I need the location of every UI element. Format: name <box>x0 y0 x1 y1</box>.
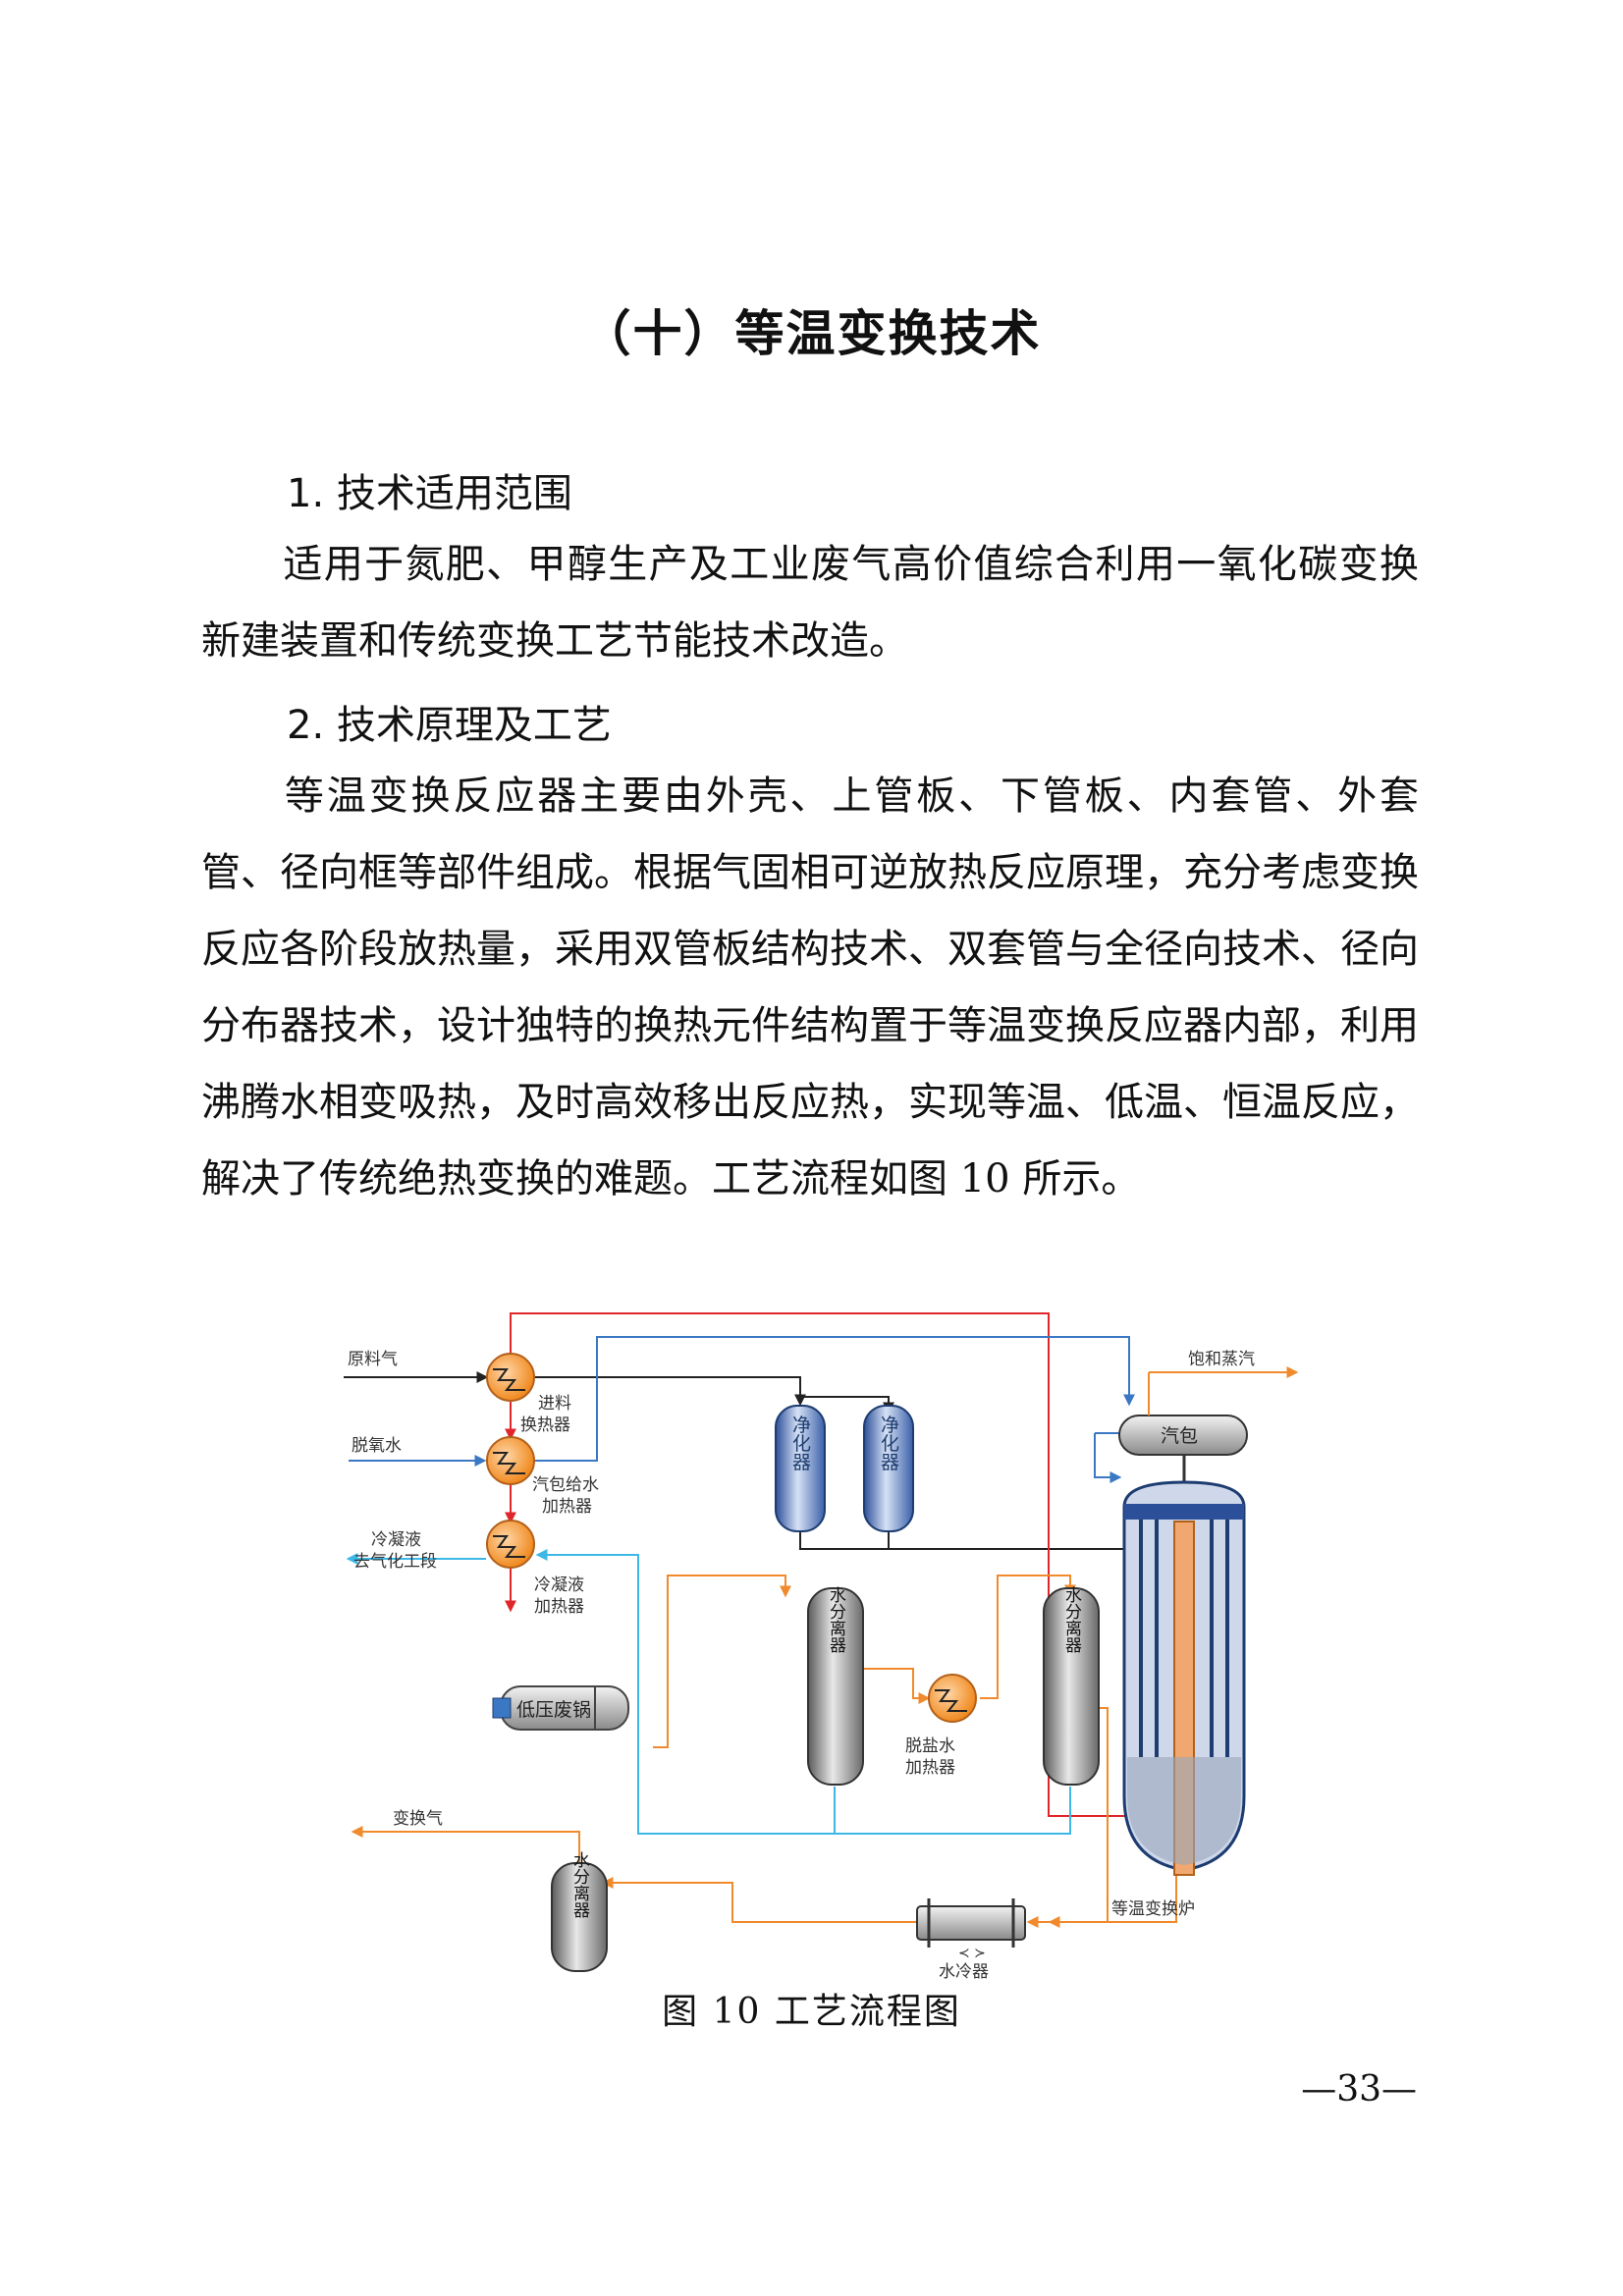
red-gas-lines <box>505 1312 1149 1817</box>
orange-gas-lines <box>351 1366 1299 1928</box>
process-flow-diagram: ≺ ≻ 原料气 进料 换热器 脱氧水 汽包给水 加热器 冷凝液 去气化工段 冷凝… <box>344 1312 1299 1982</box>
section-2-text: 等温变换反应器主要由外壳、上管板、下管板、内套管、外套管、径向框等部件组成。根据… <box>201 774 1419 1201</box>
figure-caption: 图 10 工艺流程图 <box>662 1992 961 2032</box>
label-shifted-gas: 变换气 <box>393 1809 443 1829</box>
label-deaerated-water: 脱氧水 <box>352 1436 402 1456</box>
drum-feed-water-heater <box>486 1436 535 1485</box>
label-condensate-1: 冷凝液 <box>371 1530 421 1550</box>
label-isothermal-converter: 等温变换炉 <box>1111 1899 1195 1919</box>
feed-heat-exchanger <box>486 1353 535 1402</box>
process-flow-figure: ≺ ≻ 原料气 进料 换热器 脱氧水 汽包给水 加热器 冷凝液 去气化工段 冷凝… <box>324 1296 1306 1983</box>
label-saturated-steam: 饱和蒸汽 <box>1188 1350 1255 1369</box>
label-feed-exchanger-2: 换热器 <box>520 1415 570 1435</box>
label-desalted-water-heater-2: 加热器 <box>905 1758 955 1778</box>
cyan-condensate-lines <box>346 1549 1071 1835</box>
label-drum-water-heater-2: 加热器 <box>542 1497 592 1517</box>
purifier-left <box>775 1405 826 1532</box>
water-cooler: ≺ ≻ <box>916 1898 1026 1961</box>
label-purifier-2: 净化器 <box>878 1415 899 1470</box>
label-condensate-heater-2: 加热器 <box>534 1597 584 1617</box>
label-water-separator-3: 水分离器 <box>569 1851 590 1918</box>
label-feed-gas: 原料气 <box>348 1350 398 1369</box>
label-condensate-heater-1: 冷凝液 <box>534 1575 584 1595</box>
section-1-text: 适用于氮肥、甲醇生产及工业废气高价值综合利用一氧化碳变换新建装置和传统变换工艺节… <box>201 542 1419 664</box>
label-condensate-2: 去气化工段 <box>353 1552 437 1572</box>
svg-text:≺ ≻: ≺ ≻ <box>958 1946 986 1961</box>
isothermal-converter <box>1122 1480 1246 1876</box>
purifier-right <box>863 1405 914 1532</box>
water-separator-middle <box>807 1587 864 1786</box>
desalted-water-heater <box>928 1674 977 1723</box>
label-desalted-water-heater-1: 脱盐水 <box>905 1736 955 1756</box>
page-title: （十）等温变换技术 <box>581 305 1042 362</box>
black-process-lines <box>344 1371 1150 1804</box>
label-water-separator-2: 水分离器 <box>1061 1586 1082 1653</box>
low-pressure-boiler <box>492 1685 629 1731</box>
section-1-heading: 1. 技术适用范围 <box>287 471 572 516</box>
label-feed-exchanger-1: 进料 <box>538 1394 571 1414</box>
label-low-pressure-boiler: 低压废锅 <box>516 1699 591 1721</box>
section-2-heading: 2. 技术原理及工艺 <box>287 703 612 748</box>
water-separator-bottom <box>551 1862 608 1972</box>
label-steam-drum: 汽包 <box>1161 1425 1198 1447</box>
page-number: —33— <box>1301 2069 1417 2109</box>
section-2-paragraph: 等温变换反应器主要由外壳、上管板、下管板、内套管、外套管、径向框等部件组成。根据… <box>201 758 1419 1217</box>
water-separator-right <box>1043 1587 1100 1786</box>
label-purifier-1: 净化器 <box>789 1415 811 1470</box>
steam-drum <box>1118 1372 1248 1482</box>
label-water-separator-1: 水分离器 <box>826 1586 846 1653</box>
label-drum-water-heater-1: 汽包给水 <box>532 1475 599 1495</box>
condensate-heater <box>486 1520 535 1569</box>
blue-water-lines <box>349 1336 1149 1483</box>
section-1-paragraph: 适用于氮肥、甲醇生产及工业废气高价值综合利用一氧化碳变换新建装置和传统变换工艺节… <box>201 526 1419 679</box>
label-water-cooler: 水冷器 <box>939 1962 989 1982</box>
